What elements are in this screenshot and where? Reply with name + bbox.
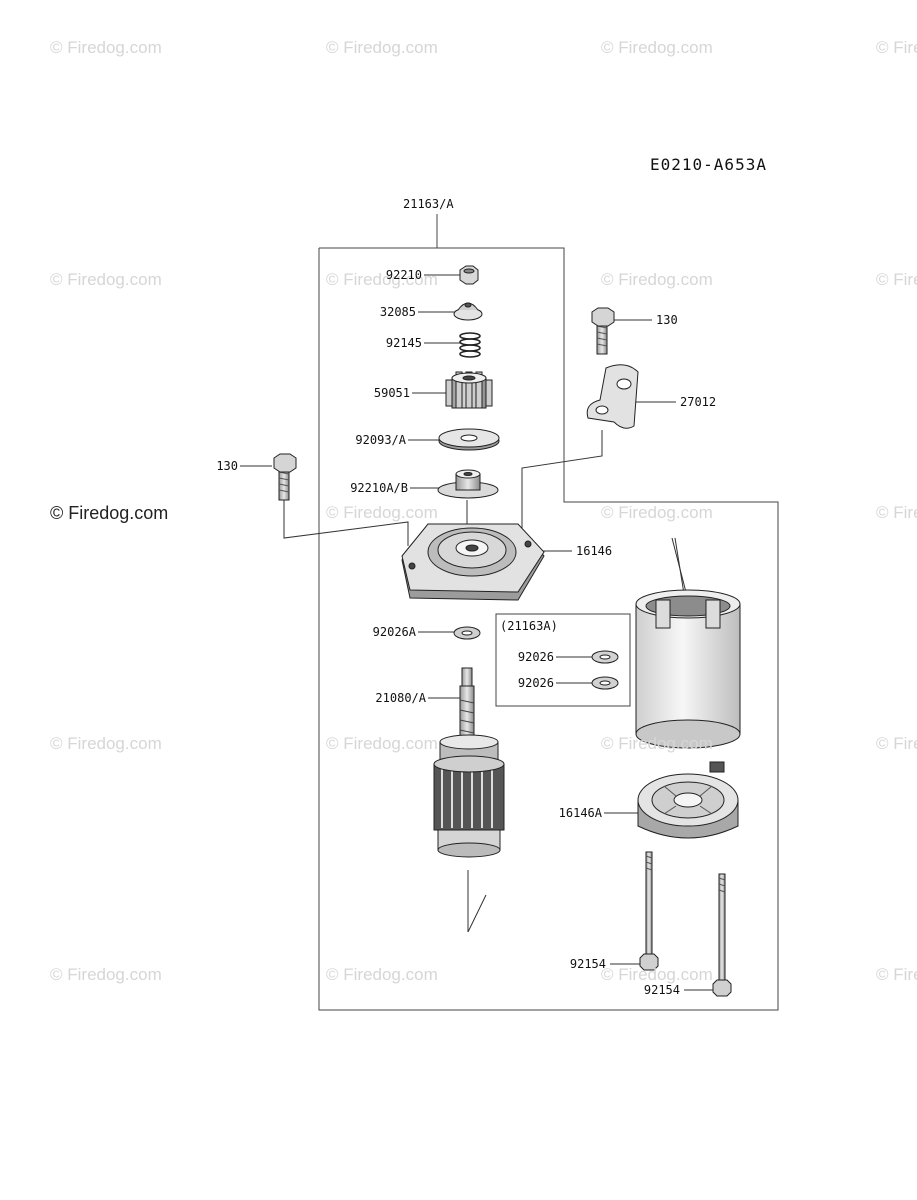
pinion-59051 bbox=[445, 371, 493, 409]
label-front-cover: 16146 bbox=[576, 544, 613, 558]
washer-92093a bbox=[438, 428, 500, 451]
through-bolt-1-92154 bbox=[639, 851, 659, 971]
watermark: © Firedog.com bbox=[601, 734, 713, 753]
watermark: © Firedog.com bbox=[601, 965, 713, 984]
label-cap: 32085 bbox=[379, 305, 416, 319]
label-nut: 92210 bbox=[385, 268, 422, 282]
kit-box bbox=[495, 613, 631, 707]
watermark: © Firedog.com bbox=[601, 38, 713, 57]
yoke-housing bbox=[635, 589, 741, 749]
label-spring: 92145 bbox=[385, 336, 422, 350]
watermark: © Firedog.com bbox=[326, 270, 438, 289]
collar-92210ab bbox=[437, 469, 499, 499]
label-through-bolt-1: 92154 bbox=[569, 957, 606, 971]
watermark: © Firedog.com bbox=[326, 38, 438, 57]
watermark: © Firedog.com bbox=[326, 503, 438, 522]
label-bolt-left: 130 bbox=[216, 459, 238, 473]
watermark: © Firedog.com bbox=[50, 38, 162, 57]
watermark: © Firedog.com bbox=[876, 734, 917, 753]
assembly-frame bbox=[318, 214, 779, 1011]
label-collar: 92210A/B bbox=[350, 481, 408, 495]
watermark: © Firedog.com bbox=[876, 270, 917, 289]
label-rear-cover: 16146A bbox=[558, 806, 602, 820]
label-assembly: 21163/A bbox=[403, 197, 454, 211]
watermark: © Firedog.com bbox=[50, 503, 169, 523]
label-bracket: 27012 bbox=[680, 395, 717, 409]
watermark: © Firedog.com bbox=[50, 270, 162, 289]
watermark: © Firedog.com bbox=[876, 38, 917, 57]
label-kit: (21163A) bbox=[500, 619, 558, 633]
label-kit-washer-1: 92026 bbox=[517, 650, 554, 664]
watermark: © Firedog.com bbox=[326, 734, 438, 753]
cap-32085 bbox=[453, 302, 483, 321]
bolt-right-130 bbox=[591, 307, 615, 355]
label-through-bolt-2: 92154 bbox=[643, 983, 680, 997]
label-kit-washer-2: 92026 bbox=[517, 676, 554, 690]
watermark: © Firedog.com bbox=[601, 270, 713, 289]
label-armature: 21080/A bbox=[375, 691, 426, 705]
diagram-code: E0210-A653A bbox=[650, 155, 767, 174]
front-cover-16146 bbox=[401, 523, 545, 601]
bracket-27012 bbox=[586, 364, 639, 429]
label-pinion: 59051 bbox=[373, 386, 410, 400]
watermark: © Firedog.com bbox=[50, 734, 162, 753]
nut-92210 bbox=[459, 265, 479, 285]
through-bolt-2-92154 bbox=[712, 873, 732, 997]
rear-cover-16146a bbox=[637, 761, 739, 839]
bolt-left-130 bbox=[273, 453, 297, 501]
armature-21080a bbox=[433, 667, 505, 858]
watermark: © Firedog.com bbox=[50, 965, 162, 984]
watermark: © Firedog.com bbox=[876, 965, 917, 984]
watermark: © Firedog.com bbox=[601, 503, 713, 522]
washer-92026a bbox=[453, 626, 481, 640]
label-washer-a: 92093/A bbox=[355, 433, 406, 447]
label-bolt-right: 130 bbox=[656, 313, 678, 327]
label-washer-shaft: 92026A bbox=[372, 625, 416, 639]
watermark: © Firedog.com bbox=[876, 503, 917, 522]
watermark: © Firedog.com bbox=[326, 965, 438, 984]
spring-92145 bbox=[459, 332, 481, 358]
